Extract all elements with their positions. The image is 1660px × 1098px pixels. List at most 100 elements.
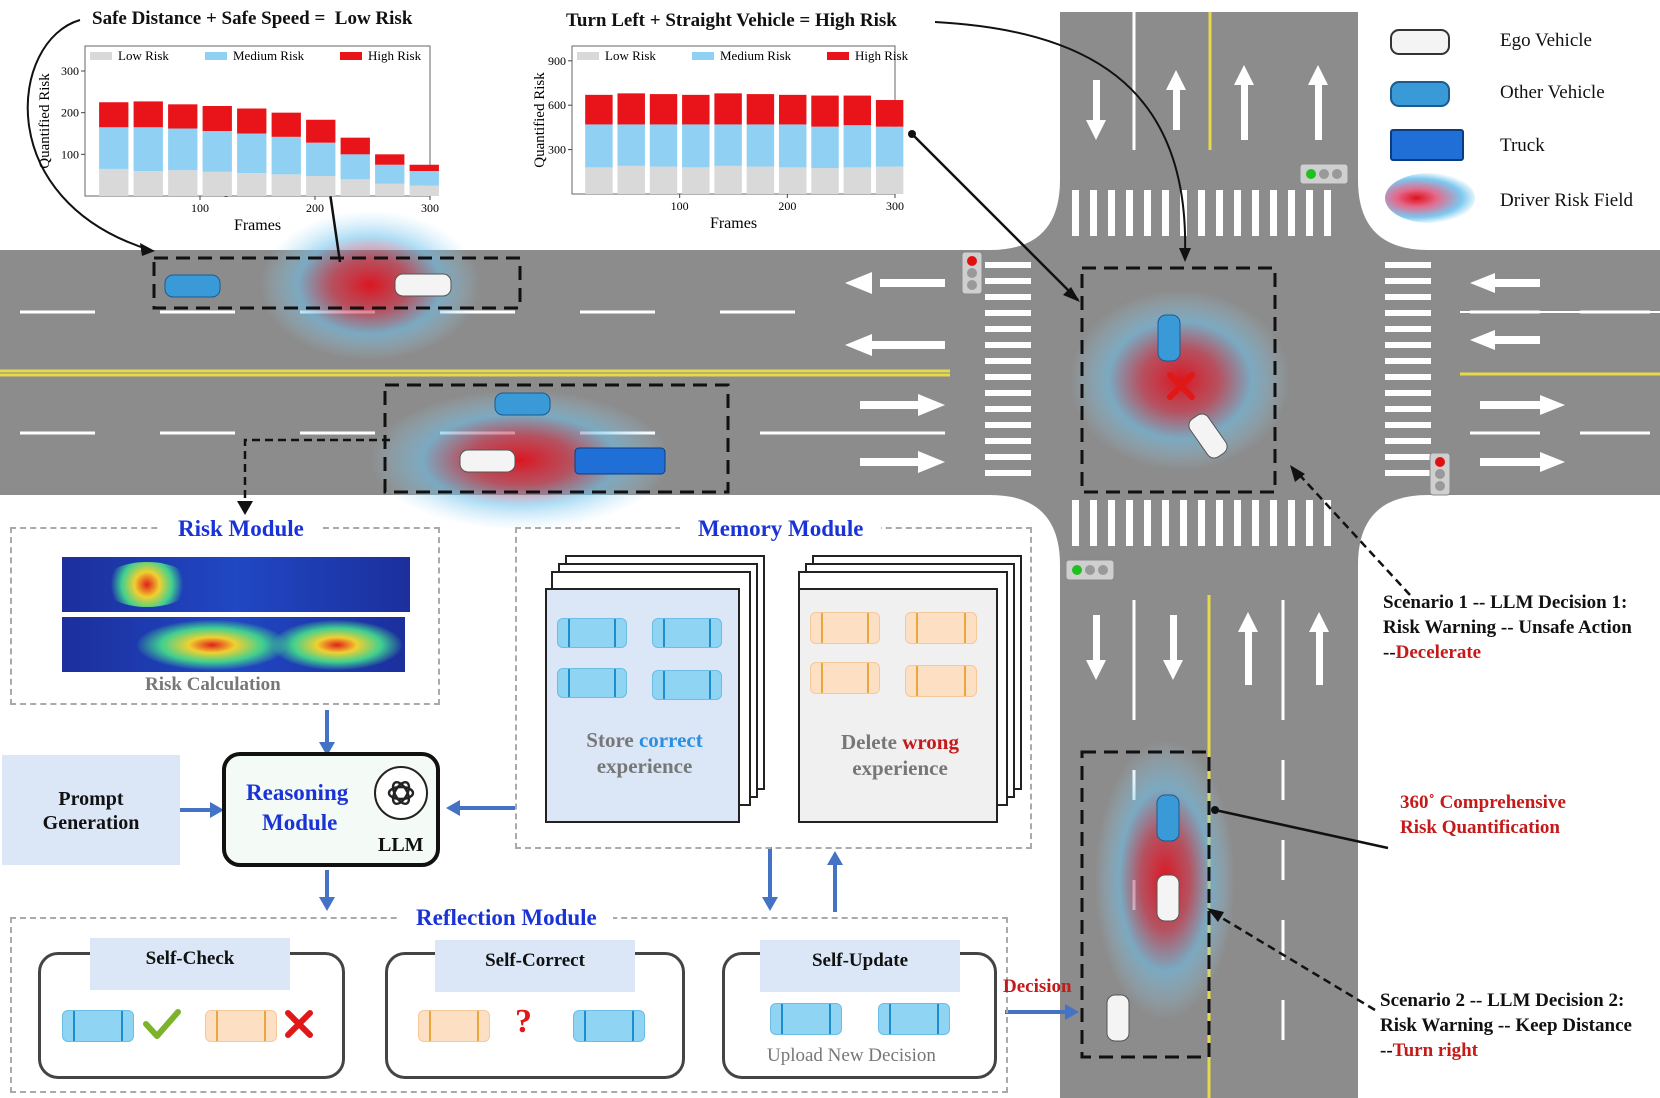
heat-spot — [137, 620, 287, 670]
cross-icon — [283, 1008, 315, 1045]
bar-low-risk — [271, 174, 301, 196]
self-correct-tag: Self-Correct — [435, 940, 635, 992]
bar-low-risk — [746, 166, 775, 194]
y-axis-label: Quantified Risk — [532, 72, 548, 168]
bar-high-risk — [133, 101, 163, 128]
legend-label: Low Risk — [118, 48, 169, 63]
risk-module-title: Risk Module — [160, 516, 322, 542]
bar-high-risk — [714, 93, 742, 125]
store-pre: Store — [586, 728, 639, 752]
memory-car-icon — [652, 618, 722, 648]
x-tick-label: 300 — [886, 199, 904, 213]
delete-caption-line2: experience — [852, 756, 948, 780]
legend-label: Medium Risk — [233, 48, 305, 63]
bar-high-risk — [340, 137, 370, 155]
bar-medium-risk — [585, 124, 613, 168]
x-tick-label: 300 — [421, 201, 439, 215]
bar-low-risk — [682, 167, 710, 194]
y-tick-label: 200 — [61, 106, 79, 120]
truck-icon — [1390, 129, 1464, 161]
delete-pre: Delete — [840, 730, 903, 754]
bar-medium-risk — [271, 136, 301, 175]
bar-low-risk — [237, 173, 267, 196]
memory-car-icon — [557, 668, 627, 698]
bar-low-risk — [617, 165, 645, 194]
correct-car-right-icon — [573, 1010, 645, 1042]
bar-low-risk — [202, 171, 232, 196]
bar-low-risk — [168, 170, 198, 196]
bar-low-risk — [99, 168, 129, 196]
scenario1-annotation: Scenario 1 -- LLM Decision 1: Risk Warni… — [1383, 590, 1632, 665]
bar-medium-risk — [99, 127, 129, 169]
bar-medium-risk — [306, 142, 336, 176]
x-tick-label: 200 — [306, 201, 324, 215]
bar-medium-risk — [649, 124, 678, 167]
other-vehicle-icon — [1390, 81, 1450, 107]
bar-medium-risk — [202, 131, 232, 172]
legend-label: Low Risk — [605, 48, 656, 63]
y-tick-label: 300 — [61, 64, 79, 78]
bar-high-risk — [843, 95, 872, 126]
question-mark: ? — [515, 1003, 532, 1040]
checkmark-icon — [142, 1006, 182, 1047]
bar-medium-risk — [340, 154, 370, 180]
memory-car-icon — [557, 618, 627, 648]
scenario2-line2: Risk Warning -- Keep Distance — [1380, 1015, 1632, 1036]
reflection-module-title: Reflection Module — [400, 905, 613, 931]
prompt-line1: Prompt — [58, 788, 124, 810]
bar-high-risk — [375, 154, 405, 165]
llm-label: LLM — [378, 834, 424, 856]
update-car-icon — [770, 1003, 842, 1035]
bar-medium-risk — [746, 124, 775, 167]
y-tick-label: 600 — [548, 98, 566, 112]
bar-low-risk — [714, 165, 742, 194]
y-tick-label: 300 — [548, 143, 566, 157]
legend-swatch — [692, 52, 714, 60]
risk-field-icon — [1385, 173, 1475, 223]
store-word: correct — [638, 728, 703, 752]
bar-medium-risk — [682, 124, 710, 168]
bar-low-risk — [409, 185, 439, 196]
bar-high-risk — [409, 164, 439, 171]
scenario1-line1: Scenario 1 -- LLM Decision 1: — [1383, 592, 1628, 613]
reasoning-line1: Reasoning — [246, 780, 349, 805]
bar-high-risk — [811, 95, 839, 127]
bar-low-risk — [585, 167, 613, 194]
x-tick-label: 100 — [671, 199, 689, 213]
bar-high-risk — [778, 94, 807, 125]
bar-medium-risk — [168, 128, 198, 171]
bar-low-risk — [811, 168, 839, 194]
bar-high-risk — [99, 102, 129, 128]
x-axis-label: Frames — [710, 215, 757, 232]
bar-low-risk — [843, 167, 872, 194]
bar-high-risk — [168, 104, 198, 129]
scenario2-action: Turn right — [1392, 1040, 1479, 1061]
store-caption-line1: Store correct — [547, 728, 742, 753]
bar-high-risk — [585, 94, 613, 125]
legend-other-label: Other Vehicle — [1500, 82, 1605, 103]
legend-risk-field-label: Driver Risk Field — [1500, 190, 1633, 211]
bar-medium-risk — [875, 126, 904, 167]
decision-label: Decision — [1003, 976, 1072, 997]
openai-icon — [387, 780, 415, 806]
check-car-icon — [62, 1010, 134, 1042]
ego-vehicle-icon — [1390, 29, 1450, 55]
check-car-wrong-icon — [205, 1010, 277, 1042]
bar-high-risk — [237, 108, 267, 134]
legend-label: High Risk — [855, 48, 909, 63]
bar-low-risk — [875, 166, 904, 194]
self-check-tag: Self-Check — [90, 938, 290, 990]
legend-swatch — [827, 52, 849, 60]
bar-medium-risk — [237, 133, 267, 174]
x-tick-label: 100 — [191, 201, 209, 215]
bar-high-risk — [746, 94, 775, 125]
bar-high-risk — [306, 119, 336, 143]
scenario1-action: Decelerate — [1395, 642, 1482, 663]
heat-spot — [102, 562, 192, 607]
bar-low-risk — [133, 171, 163, 196]
bar-low-risk — [375, 183, 405, 196]
delete-wrong-sheet: Delete wrong experience — [798, 588, 998, 823]
reasoning-module-box: Reasoning Module LLM — [222, 752, 440, 867]
